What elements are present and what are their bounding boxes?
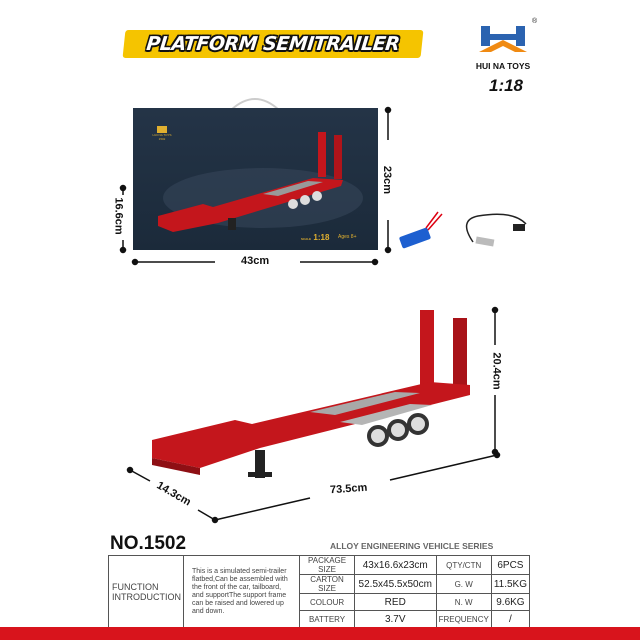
box-depth-label: 16.6cm [112,197,125,235]
spec-value: RED [353,593,437,611]
hui-na-logo-icon [479,26,527,52]
function-label: FUNCTION INTRODUCTION [108,555,184,628]
box-trailer-image [158,132,363,232]
box-height-label: 23cm [381,165,394,195]
spec-key: QTY/CTN [435,555,492,575]
trailer-image [152,310,470,478]
spec-value: 9.6KG [490,593,531,611]
spec-value: 6PCS [490,555,531,575]
spec-value: 43x16.6x23cm [353,555,437,575]
box-brand: HUI NA TOYS [152,133,172,137]
scale-label: 1:18 [488,76,524,95]
box-ages: Ages 8+ [338,234,357,240]
spec-value: / [490,610,531,628]
spec-key: CARTON SIZE [299,574,355,594]
footer-band [0,627,640,640]
box-scale: SCALE 1:18 [301,233,330,242]
brand-name: HUI NA TOYS [475,61,531,71]
usb-cable-icon [465,213,527,247]
package-box: HUI NA TOYS 1502 SCALE 1:18 Ages 8+ [133,108,378,250]
series-name: ALLOY ENGINEERING VEHICLE SERIES [330,541,494,551]
spec-value: 11.5KG [490,574,531,594]
spec-value: 3.7V [353,610,437,628]
box-handle [230,98,280,111]
table-row: FUNCTION INTRODUCTION This is a simulate… [108,555,531,628]
registered-mark: ® [532,18,538,25]
battery-icon [399,211,443,249]
model-number: NO.1502 [110,533,187,554]
spec-value: 52.5x45.5x50cm [353,574,437,594]
spec-key: PACKAGE SIZE [299,555,355,575]
spec-table: FUNCTION INTRODUCTION This is a simulate… [108,555,531,628]
spec-key: COLOUR [299,593,355,611]
spec-key: BATTERY [299,610,355,628]
box-model: 1502 [158,137,166,141]
box-logo: HUI NA TOYS 1502 [147,126,177,141]
function-intro: This is a simulated semi-trailer flatbed… [182,555,301,628]
spec-key: N. W [435,593,492,611]
accessories-image [399,211,527,249]
product-height-label: 20.4cm [490,352,503,390]
box-width-label: 43cm [241,255,270,267]
spec-key: FREQUENCY [435,610,492,628]
spec-key: G. W [435,574,492,594]
brand-logo: ® HUI NA TOYS [470,18,537,71]
